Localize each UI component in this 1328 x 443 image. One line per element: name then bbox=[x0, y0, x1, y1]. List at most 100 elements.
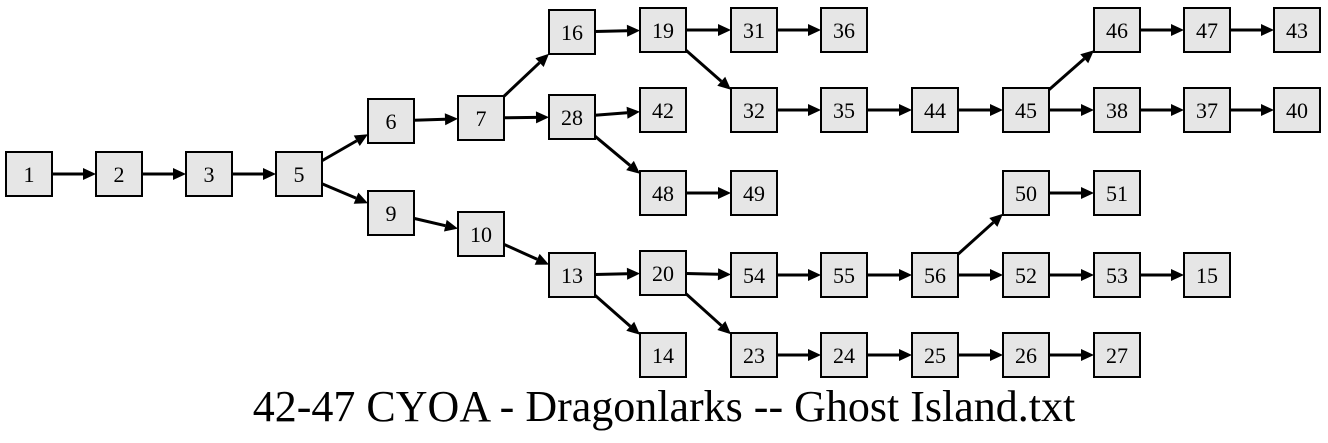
node-label: 43 bbox=[1286, 18, 1308, 43]
arrowhead-6-to-7 bbox=[444, 113, 458, 126]
node-26: 26 bbox=[1002, 332, 1050, 378]
node-38: 38 bbox=[1093, 87, 1141, 133]
node-box bbox=[1093, 87, 1141, 133]
arrowhead-5-to-9 bbox=[353, 192, 368, 204]
node-label: 3 bbox=[204, 162, 215, 187]
node-label: 44 bbox=[924, 98, 946, 123]
node-box bbox=[639, 250, 687, 296]
node-box bbox=[730, 332, 778, 378]
node-label: 37 bbox=[1196, 98, 1218, 123]
node-23: 23 bbox=[730, 332, 778, 378]
arrowhead-56-to-50 bbox=[989, 213, 1003, 227]
arrowhead-54-to-55 bbox=[808, 269, 821, 281]
node-box bbox=[911, 87, 959, 133]
node-20: 20 bbox=[639, 250, 687, 296]
node-box bbox=[730, 7, 778, 53]
arrowhead-45-to-38 bbox=[1081, 104, 1094, 116]
node-box bbox=[911, 332, 959, 378]
node-box bbox=[639, 87, 687, 133]
node-box bbox=[730, 170, 778, 216]
node-43: 43 bbox=[1273, 7, 1321, 53]
node-box bbox=[639, 332, 687, 378]
node-label: 15 bbox=[1196, 263, 1218, 288]
node-35: 35 bbox=[820, 87, 868, 133]
arrowhead-19-to-32 bbox=[717, 76, 731, 90]
arrowhead-5-to-6 bbox=[353, 134, 368, 146]
node-label: 28 bbox=[561, 105, 583, 130]
node-label: 5 bbox=[294, 162, 305, 187]
node-box bbox=[548, 252, 596, 298]
node-box bbox=[639, 170, 687, 216]
node-54: 54 bbox=[730, 252, 778, 298]
node-label: 55 bbox=[833, 263, 855, 288]
edge-6-to-7 bbox=[413, 117, 446, 122]
node-box bbox=[1002, 170, 1050, 216]
node-label: 38 bbox=[1106, 98, 1128, 123]
node-box bbox=[911, 252, 959, 298]
arrowhead-1-to-2 bbox=[83, 168, 96, 180]
arrowhead-2-to-3 bbox=[173, 168, 186, 180]
arrowhead-24-to-25 bbox=[899, 349, 912, 361]
node-49: 49 bbox=[730, 170, 778, 216]
node-label: 51 bbox=[1106, 181, 1128, 206]
node-box bbox=[639, 7, 687, 53]
node-label: 36 bbox=[833, 18, 855, 43]
node-13: 13 bbox=[548, 252, 596, 298]
edge-10-to-13 bbox=[503, 242, 538, 261]
edge-13-to-20 bbox=[594, 272, 628, 276]
node-3: 3 bbox=[185, 151, 233, 197]
node-24: 24 bbox=[820, 332, 868, 378]
node-box bbox=[1183, 252, 1231, 298]
diagram-title: 42-47 CYOA - Dragonlarks -- Ghost Island… bbox=[252, 382, 1076, 431]
node-label: 49 bbox=[743, 181, 765, 206]
edge-13-to-14 bbox=[594, 294, 632, 328]
node-box bbox=[1093, 332, 1141, 378]
node-box bbox=[367, 190, 415, 236]
node-5: 5 bbox=[275, 151, 323, 197]
node-box bbox=[820, 252, 868, 298]
node-14: 14 bbox=[639, 332, 687, 378]
node-box bbox=[730, 87, 778, 133]
edge-5-to-6 bbox=[321, 139, 358, 163]
node-box bbox=[730, 252, 778, 298]
arrowhead-45-to-46 bbox=[1080, 50, 1094, 64]
edge-56-to-50 bbox=[956, 221, 995, 256]
arrowhead-9-to-10 bbox=[443, 219, 458, 232]
node-32: 32 bbox=[730, 87, 778, 133]
arrowhead-10-to-13 bbox=[534, 253, 549, 265]
edge-5-to-9 bbox=[321, 182, 357, 200]
node-box bbox=[1002, 252, 1050, 298]
arrowhead-32-to-35 bbox=[808, 104, 821, 116]
node-label: 27 bbox=[1106, 343, 1128, 368]
arrowhead-25-to-26 bbox=[990, 349, 1003, 361]
arrowhead-46-to-47 bbox=[1171, 24, 1184, 36]
node-label: 14 bbox=[652, 343, 674, 368]
node-label: 7 bbox=[476, 106, 487, 131]
arrowhead-38-to-37 bbox=[1171, 104, 1184, 116]
node-37: 37 bbox=[1183, 87, 1231, 133]
node-10: 10 bbox=[457, 211, 505, 257]
node-label: 31 bbox=[743, 18, 765, 43]
node-label: 45 bbox=[1015, 98, 1037, 123]
node-label: 13 bbox=[561, 263, 583, 288]
node-16: 16 bbox=[548, 9, 596, 55]
node-box bbox=[1002, 87, 1050, 133]
node-box bbox=[457, 211, 505, 257]
arrowhead-37-to-40 bbox=[1261, 104, 1274, 116]
node-label: 52 bbox=[1015, 263, 1037, 288]
node-label: 2 bbox=[114, 162, 125, 187]
node-47: 47 bbox=[1183, 7, 1231, 53]
edge-45-to-46 bbox=[1048, 57, 1086, 91]
arrowhead-13-to-20 bbox=[626, 267, 640, 280]
node-53: 53 bbox=[1093, 252, 1141, 298]
node-label: 25 bbox=[924, 343, 946, 368]
arrowhead-56-to-52 bbox=[990, 269, 1003, 281]
edge-28-to-42 bbox=[594, 111, 628, 117]
node-label: 47 bbox=[1196, 18, 1218, 43]
node-label: 24 bbox=[833, 343, 855, 368]
node-44: 44 bbox=[911, 87, 959, 133]
arrowhead-28-to-42 bbox=[626, 106, 640, 119]
node-31: 31 bbox=[730, 7, 778, 53]
node-box bbox=[1093, 252, 1141, 298]
